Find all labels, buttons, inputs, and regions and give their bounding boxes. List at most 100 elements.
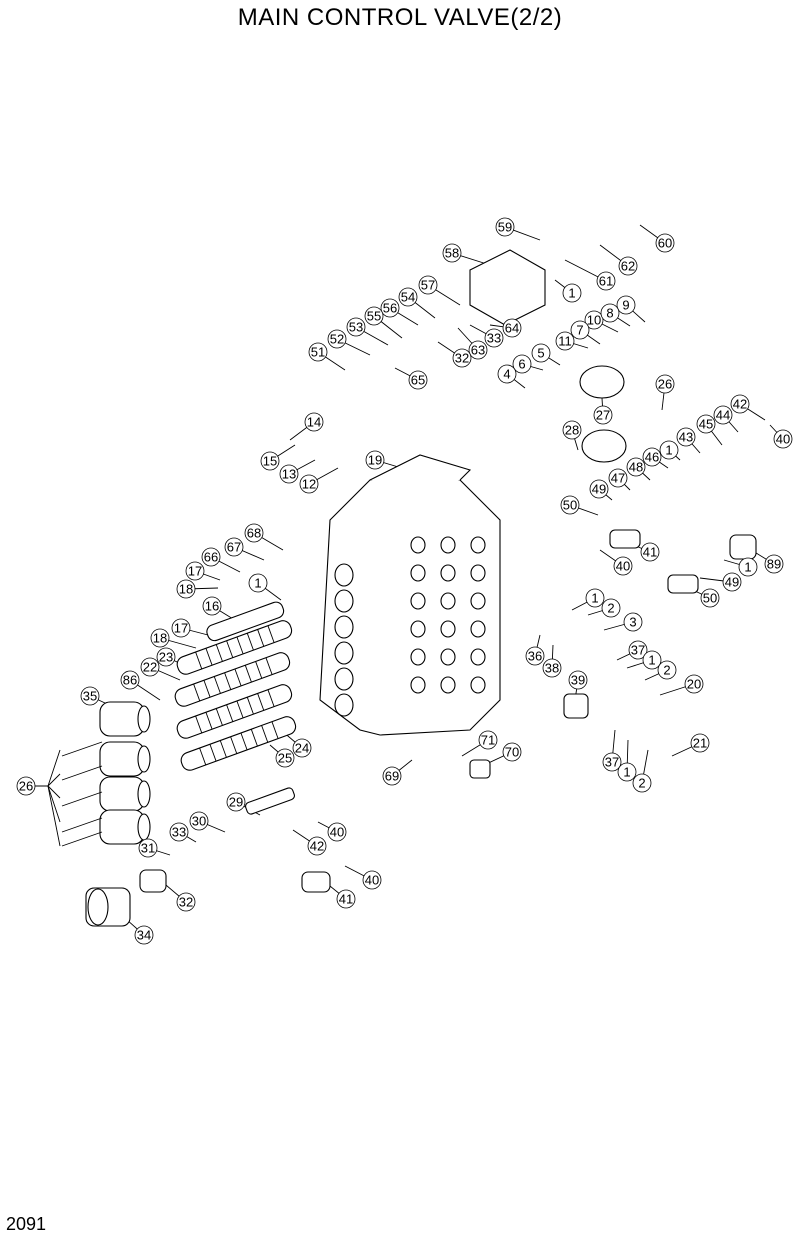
- callout-number: 57: [421, 278, 435, 293]
- callout-46: 46: [642, 447, 662, 467]
- valve-port: [410, 676, 426, 694]
- callout-6: 6: [512, 354, 532, 374]
- callout-39: 39: [568, 670, 588, 690]
- callout-35: 35: [80, 686, 100, 706]
- end-caps: [61, 701, 151, 847]
- callout-1: 1: [585, 588, 605, 608]
- callout-number: 21: [693, 736, 707, 751]
- callout-number: 3: [629, 615, 636, 630]
- callout-number: 6: [518, 357, 525, 372]
- callout-number: 23: [159, 650, 173, 665]
- callout-14: 14: [304, 412, 324, 432]
- callout-number: 54: [401, 290, 415, 305]
- callout-32: 32: [452, 348, 472, 368]
- callout-number: 62: [621, 259, 635, 274]
- callout-34: 34: [134, 925, 154, 945]
- callout-number: 37: [605, 755, 619, 770]
- spool: [174, 652, 291, 707]
- callout-1: 1: [642, 650, 662, 670]
- callout-number: 1: [648, 653, 655, 668]
- callout-70: 70: [502, 742, 522, 762]
- callout-17: 17: [171, 618, 191, 638]
- callout-25: 25: [275, 748, 295, 768]
- callout-number: 33: [487, 331, 501, 346]
- callout-number: 2: [607, 601, 614, 616]
- callout-17: 17: [185, 561, 205, 581]
- callout-50: 50: [560, 495, 580, 515]
- end-cap: [99, 741, 145, 777]
- callout-26: 26: [655, 374, 675, 394]
- callout-12: 12: [299, 474, 319, 494]
- callout-22: 22: [140, 657, 160, 677]
- callout-59: 59: [495, 217, 515, 237]
- valve-port: [440, 564, 456, 582]
- callout-number: 26: [19, 779, 33, 794]
- callout-number: 58: [445, 246, 459, 261]
- valve-port: [470, 620, 486, 638]
- callout-number: 40: [330, 825, 344, 840]
- callout-56: 56: [380, 298, 400, 318]
- callout-number: 66: [204, 550, 218, 565]
- callout-number: 40: [616, 559, 630, 574]
- callout-26: 26: [16, 776, 36, 796]
- callout-number: 26: [658, 377, 672, 392]
- callout-3: 3: [623, 612, 643, 632]
- end-cap-face: [137, 813, 151, 841]
- callout-number: 17: [188, 564, 202, 579]
- callout-7: 7: [570, 320, 590, 340]
- callout-8: 8: [600, 303, 620, 323]
- callout-number: 49: [725, 575, 739, 590]
- callout-41: 41: [336, 889, 356, 909]
- callout-number: 18: [153, 631, 167, 646]
- callout-55: 55: [364, 306, 384, 326]
- callout-number: 49: [592, 482, 606, 497]
- callout-18: 18: [150, 628, 170, 648]
- callout-number: 56: [383, 301, 397, 316]
- callout-40: 40: [613, 556, 633, 576]
- callout-number: 51: [311, 345, 325, 360]
- callout-number: 10: [587, 313, 601, 328]
- callout-number: 32: [455, 351, 469, 366]
- callout-number: 38: [545, 661, 559, 676]
- callout-number: 25: [278, 751, 292, 766]
- callout-number: 48: [629, 460, 643, 475]
- bolt: [61, 765, 103, 781]
- callout-number: 63: [471, 343, 485, 358]
- callout-number: 47: [611, 471, 625, 486]
- callout-number: 31: [141, 841, 155, 856]
- valve-port: [470, 536, 486, 554]
- bolt: [61, 741, 103, 757]
- valve-body-top: [369, 454, 472, 481]
- callout-number: 15: [263, 454, 277, 469]
- callout-43: 43: [676, 427, 696, 447]
- plug-70: [469, 759, 491, 779]
- end-cap-face: [137, 745, 151, 773]
- valve-port: [440, 648, 456, 666]
- leader-line: [47, 785, 61, 823]
- callout-number: 33: [172, 825, 186, 840]
- bolt: [61, 791, 103, 807]
- leader-line: [47, 749, 61, 787]
- callout-number: 68: [247, 526, 261, 541]
- callout-15: 15: [260, 451, 280, 471]
- callout-number: 43: [679, 430, 693, 445]
- callout-number: 1: [591, 591, 598, 606]
- callout-number: 1: [665, 443, 672, 458]
- end-cap-face: [137, 705, 151, 733]
- spools: [174, 601, 297, 771]
- spool-bore: [334, 641, 354, 665]
- spool: [176, 620, 293, 675]
- callout-62: 62: [618, 256, 638, 276]
- leader-line: [47, 773, 61, 787]
- callout-number: 24: [295, 741, 309, 756]
- callout-number: 17: [174, 621, 188, 636]
- callout-number: 50: [563, 498, 577, 513]
- valve-port: [440, 592, 456, 610]
- callout-number: 27: [596, 408, 610, 423]
- page-title: MAIN CONTROL VALVE(2/2): [237, 4, 563, 31]
- valve-port: [410, 536, 426, 554]
- callout-number: 18: [179, 582, 193, 597]
- callout-66: 66: [201, 547, 221, 567]
- callout-number: 20: [687, 677, 701, 692]
